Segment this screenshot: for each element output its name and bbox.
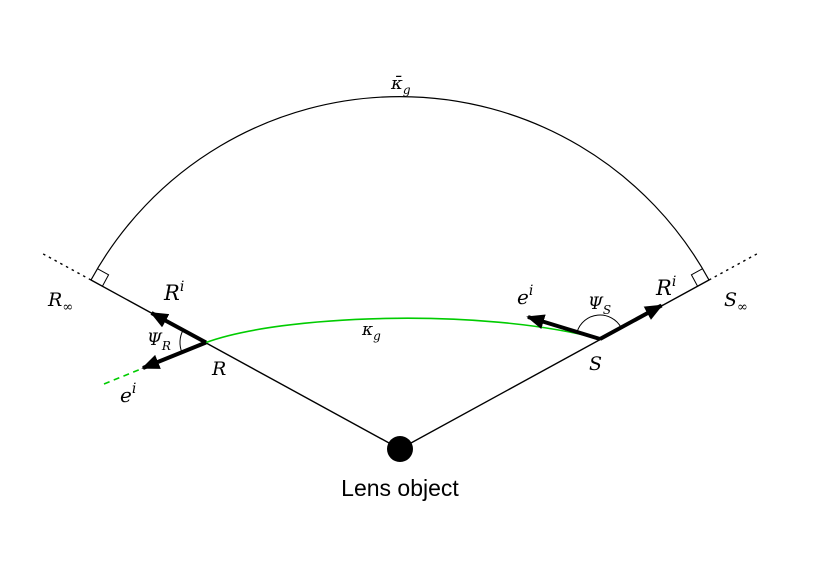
r-infinity-extension-dashed-line: [41, 252, 92, 281]
celestial-sphere-arc: [90, 96, 710, 281]
psi-r-angle-arc: [179, 329, 184, 353]
s-infinity-extension-dashed-line: [708, 252, 759, 281]
r-vector-arrow-at-r: [149, 311, 207, 345]
r-vector-label-at-s: Ri: [655, 274, 676, 300]
r-vector-arrow-at-s: [599, 303, 664, 341]
point-r-label: R: [211, 358, 226, 380]
r-vector-label-at-r: Ri: [163, 279, 184, 305]
e-vector-label-at-s: ei: [517, 283, 533, 309]
r-infinity-label: R∞: [47, 289, 73, 315]
right-angle-marker-left: [96, 268, 110, 287]
lens-to-r-infinity-line: [90, 279, 401, 450]
e-vector-arrow-at-s: [526, 314, 601, 341]
geodesic-curve: [205, 317, 601, 344]
psi-r-label: ΨR: [147, 330, 171, 353]
lens-object-dot: [387, 436, 413, 462]
psi-s-label: ΨS: [588, 294, 611, 317]
point-s-label: S: [589, 353, 602, 375]
s-infinity-label: S∞: [724, 289, 748, 315]
psi-s-angle-arc: [576, 314, 622, 333]
e-vector-label-at-r: ei: [120, 381, 136, 407]
e-vector-arrow-at-r: [141, 340, 207, 370]
kappa-g-label: κg: [361, 320, 381, 343]
lens-to-s-infinity-line: [399, 279, 710, 450]
lens-object-label: Lens object: [341, 475, 459, 501]
right-angle-marker-right: [690, 268, 704, 287]
kappa-bar-g-label: κ̄g: [390, 73, 411, 97]
